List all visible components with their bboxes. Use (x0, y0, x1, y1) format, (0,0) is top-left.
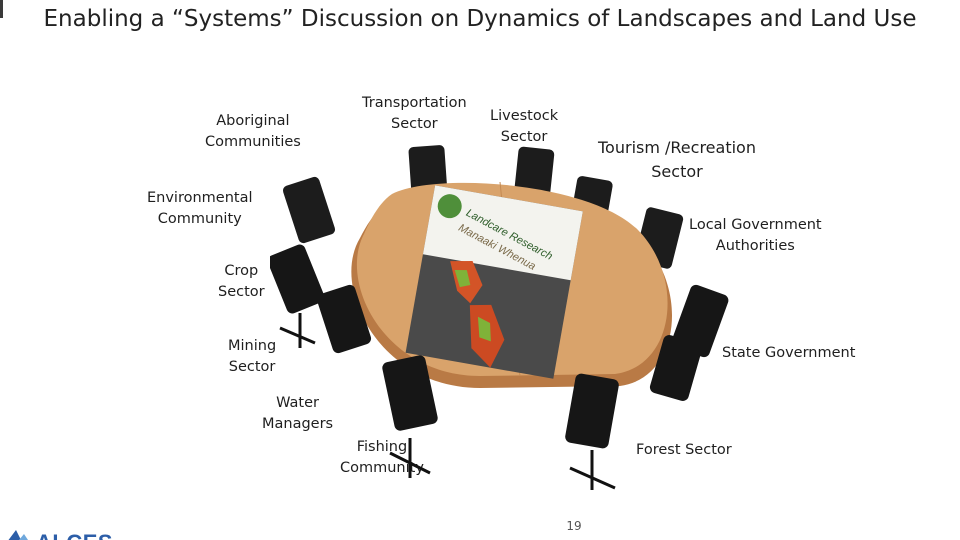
logo-mark-icon (2, 526, 36, 540)
page-number: 19 (556, 519, 592, 533)
map-placemat: Landcare Research Manaaki Whenua (406, 185, 583, 378)
label-environmental-community: Environmental Community (147, 188, 253, 230)
slide-title: Enabling a “Systems” Discussion on Dynam… (0, 6, 960, 32)
label-crop-line2: Sector (218, 282, 265, 303)
conference-table-illustration: Landcare Research Manaaki Whenua (270, 138, 750, 498)
label-environmental-line2: Community (147, 209, 253, 230)
label-transportation-line2: Sector (362, 114, 467, 135)
label-crop-line1: Crop (218, 261, 265, 282)
label-mining-line2: Sector (228, 357, 276, 378)
label-aboriginal-line1: Aboriginal (205, 111, 301, 132)
chair-base-6 (280, 313, 315, 348)
chair-base-8 (390, 438, 430, 478)
label-environmental-line1: Environmental (147, 188, 253, 209)
label-mining-sector: Mining Sector (228, 336, 276, 378)
alces-logo: ALCES (0, 520, 130, 540)
label-mining-line1: Mining (228, 336, 276, 357)
label-crop-sector: Crop Sector (218, 261, 265, 303)
label-transportation-sector: Transportation Sector (362, 93, 467, 135)
chair-5 (282, 176, 337, 245)
chair-6 (270, 243, 326, 315)
label-transportation-line1: Transportation (362, 93, 467, 114)
logo-text: ALCES (36, 530, 113, 540)
label-livestock-line1: Livestock (490, 106, 558, 127)
chair-base-9 (570, 450, 615, 490)
